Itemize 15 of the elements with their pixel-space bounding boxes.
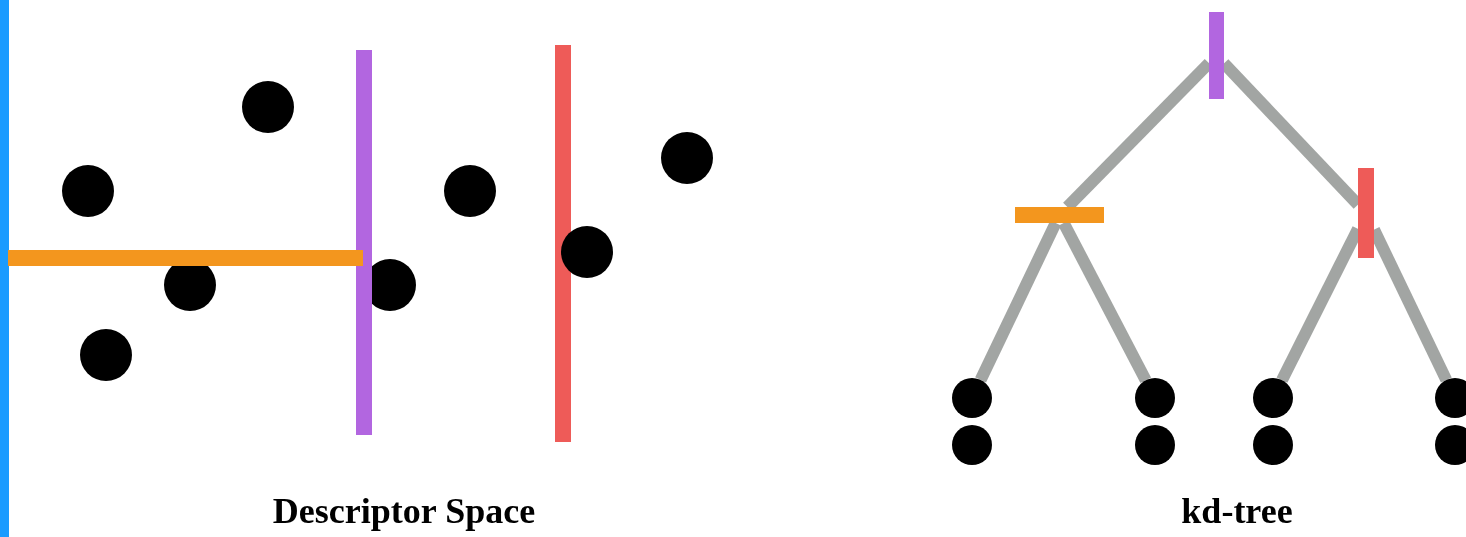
leaf-dot xyxy=(1135,425,1175,465)
leaf-dot xyxy=(1253,378,1293,418)
tree-branch xyxy=(975,220,1062,383)
leaf-dot xyxy=(952,378,992,418)
split-bar xyxy=(1358,168,1374,258)
caption-text: kd-tree xyxy=(1181,490,1293,532)
leaf-dot xyxy=(1253,425,1293,465)
caption-text: Descriptor Space xyxy=(272,490,536,532)
leaf-dot xyxy=(952,425,992,465)
split-bar xyxy=(1015,207,1104,223)
leaf-dot xyxy=(1435,378,1466,418)
leaf-dot xyxy=(1435,425,1466,465)
leaf-dot xyxy=(1135,378,1175,418)
tree-branch xyxy=(1058,220,1152,384)
split-bar xyxy=(1209,12,1224,99)
